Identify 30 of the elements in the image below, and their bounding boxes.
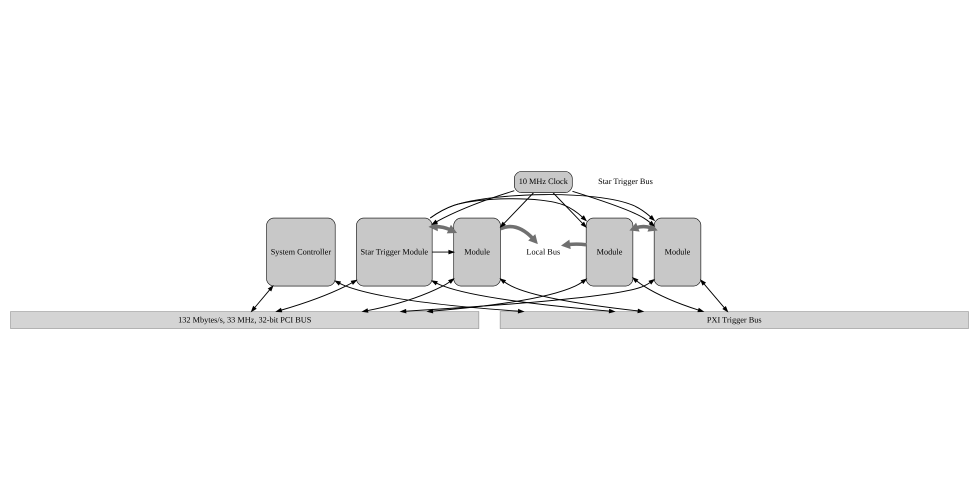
arrow bbox=[500, 224, 538, 244]
label: Star Trigger Bus bbox=[598, 177, 653, 186]
arrow bbox=[430, 280, 616, 314]
arrow bbox=[400, 278, 656, 314]
arrow bbox=[552, 192, 587, 228]
arrow bbox=[430, 194, 656, 222]
node-box: PXI Trigger Bus bbox=[500, 311, 969, 329]
node-box: 132 Mbytes/s, 33 MHz, 32-bit PCI BUS bbox=[10, 311, 480, 329]
node-box: Module bbox=[453, 218, 501, 286]
arrow bbox=[250, 284, 274, 312]
node-box: System Controller bbox=[266, 218, 336, 286]
node-box: 10 MHz Clock bbox=[514, 171, 573, 193]
arrow bbox=[499, 278, 644, 314]
arrow bbox=[572, 190, 656, 227]
arrow bbox=[426, 278, 588, 314]
arrow bbox=[629, 222, 658, 232]
arrow bbox=[500, 192, 534, 228]
arrow bbox=[700, 279, 728, 313]
node-text: Local Bus bbox=[526, 247, 560, 256]
arrow bbox=[431, 190, 515, 225]
arrow bbox=[334, 280, 525, 314]
node-box: Star Trigger Module bbox=[356, 218, 432, 286]
node-box: Module bbox=[654, 218, 702, 286]
arrow bbox=[632, 277, 704, 312]
arrow bbox=[428, 222, 458, 234]
arrow bbox=[361, 278, 455, 313]
arrow bbox=[432, 250, 456, 254]
arrow bbox=[560, 240, 586, 250]
node-box: Module bbox=[586, 218, 634, 286]
arrow bbox=[275, 280, 358, 312]
